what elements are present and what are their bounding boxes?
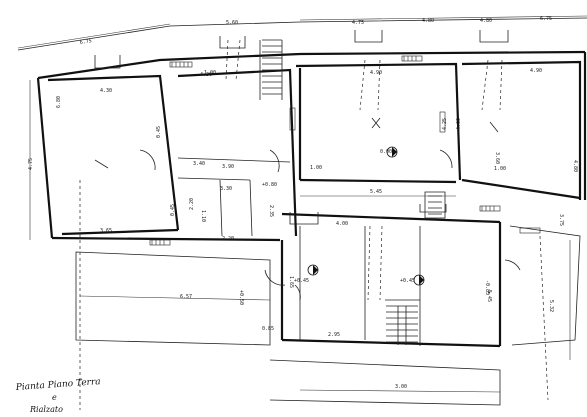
level-6: -0.85	[484, 280, 490, 295]
title-line-3: Rialzato	[29, 405, 63, 414]
level-1: 0.00	[380, 149, 392, 155]
dim-room-13: 5.45	[370, 189, 382, 195]
window-brackets	[94, 30, 509, 225]
dim-room-14: 3.60	[494, 152, 500, 164]
dim-top-5: 4.80	[480, 18, 492, 24]
dim-room-5: 3.65	[100, 228, 112, 234]
compass-marker	[307, 146, 425, 286]
dim-room-12: 3.90	[222, 164, 234, 170]
dim-top-1: 6.75	[79, 38, 92, 46]
level-5: +0.80	[262, 182, 277, 188]
exterior-walls	[17, 17, 587, 406]
door-swing	[94, 117, 521, 301]
dim-room-11: 3.00	[395, 384, 407, 390]
dim-room-1: 4.30	[100, 88, 112, 94]
dim-misc-5: 2.20	[189, 198, 195, 210]
drawing-title: Pianta Piano Terra e Rialzato	[15, 377, 101, 414]
dim-room-9: 2.95	[328, 332, 340, 338]
dim-left-4: 0.45	[170, 204, 176, 216]
dimension-lines	[17, 15, 587, 393]
dim-right-1: 4.25	[442, 118, 448, 130]
dim-top-3: 4.75	[352, 20, 364, 26]
dim-room-2: 4.30	[200, 72, 212, 78]
dim-misc-4: 2.20	[222, 236, 234, 242]
dim-right-5: 5.45	[486, 290, 492, 302]
dim-misc-7: 3.40	[193, 161, 205, 167]
dim-top-4: 4.80	[422, 18, 434, 24]
dim-top-6: 6.75	[540, 16, 552, 22]
level-3: +0.45	[400, 278, 415, 284]
dim-left-5: 0.85	[262, 326, 274, 332]
dim-room-6: 3.30	[220, 186, 232, 192]
dim-misc-9: 1.10	[200, 210, 206, 222]
stair-symbol	[262, 39, 446, 345]
dim-misc-8: 2.35	[268, 205, 274, 217]
dim-misc-3: 1.00	[494, 166, 506, 172]
level-4: +0.50	[238, 290, 244, 305]
dim-right-4: 3.75	[558, 214, 564, 226]
dim-room-8: 5.32	[548, 300, 554, 312]
dim-misc-6: 1.65	[288, 276, 294, 288]
dimension-labels: 6.75 5.60 4.75 4.80 4.80 6.75 4.30 4.30 …	[28, 16, 578, 390]
dim-misc-1: 1.00	[204, 70, 216, 76]
window-symbol	[149, 55, 541, 246]
dim-room-10: 6.57	[180, 294, 192, 300]
dim-room-3: 4.90	[370, 70, 382, 76]
dim-misc-2: 1.00	[310, 165, 322, 171]
dim-room-4: 4.90	[530, 68, 542, 74]
dim-top-2: 5.60	[226, 20, 238, 26]
projection-lines	[79, 39, 549, 410]
dim-left-1: 6.80	[56, 96, 62, 108]
dim-room-7: 4.00	[336, 221, 348, 227]
title-line-2: e	[52, 393, 57, 402]
dim-left-2: 4.75	[28, 158, 34, 170]
level-2: +0.45	[294, 278, 309, 284]
title-line-1: Pianta Piano Terra	[15, 377, 101, 393]
dim-right-3: 4.60	[456, 118, 462, 130]
dim-right-2: 4.80	[572, 160, 578, 172]
dim-left-3: 0.45	[156, 126, 162, 138]
